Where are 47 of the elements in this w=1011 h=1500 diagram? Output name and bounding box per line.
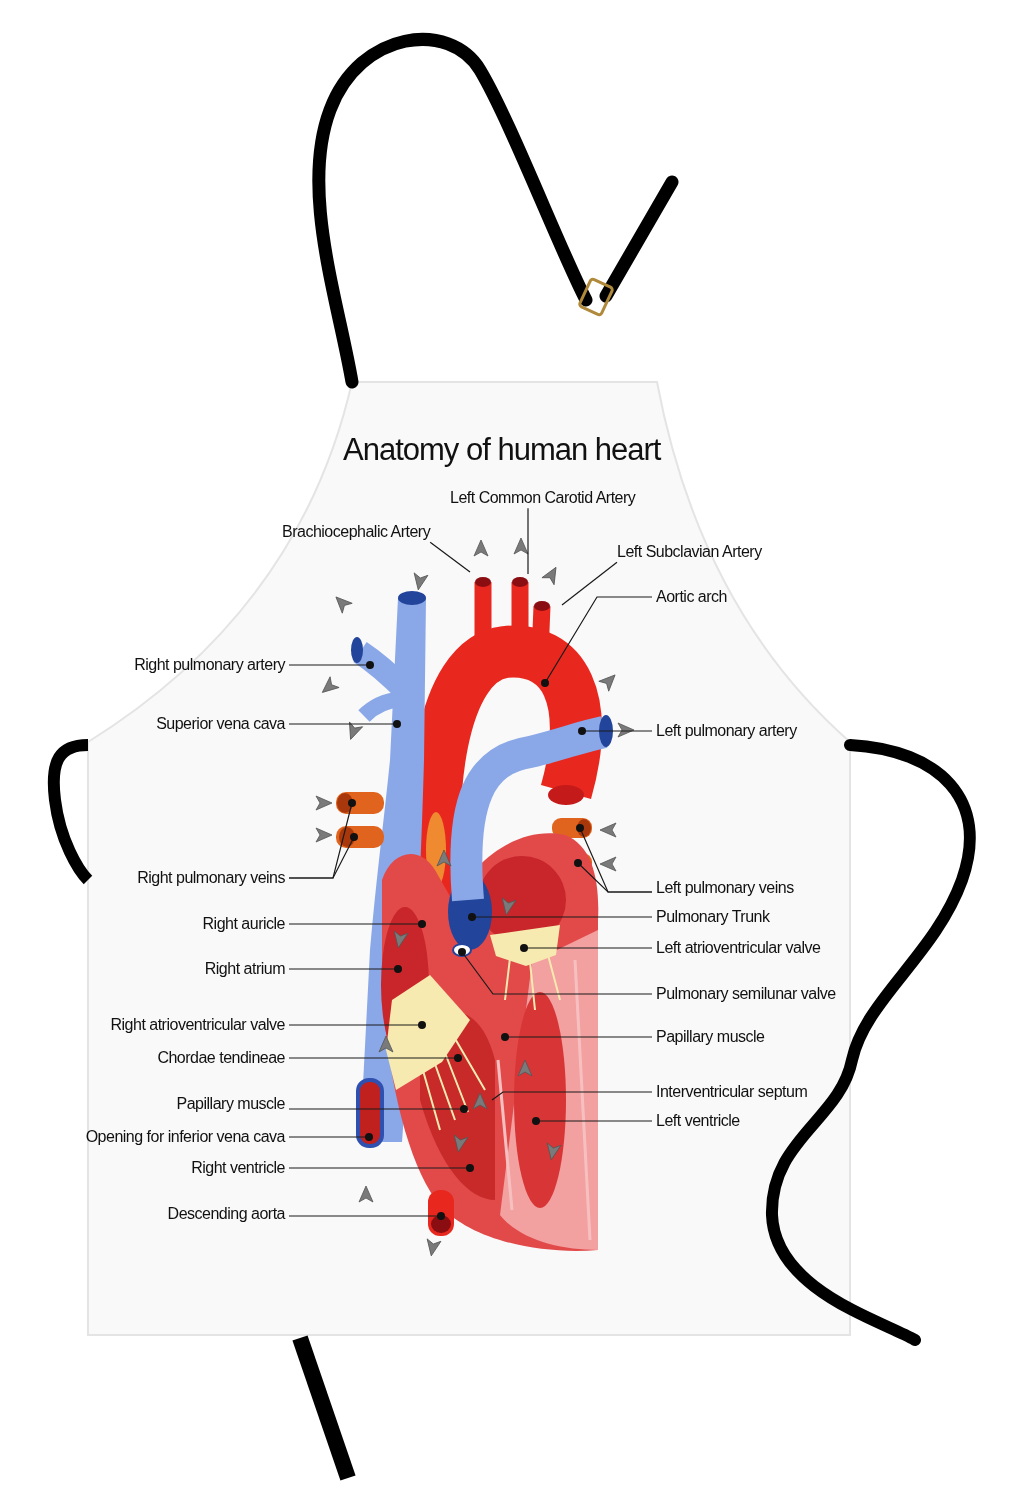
leader-line (429, 541, 471, 573)
part-label: Right atrioventricular valve (110, 1015, 285, 1035)
part-label: Brachiocephalic Artery (282, 522, 431, 542)
part-label: Left pulmonary veins (656, 878, 794, 898)
part-label: Left ventricle (656, 1111, 740, 1131)
part-label: Pulmonary semilunar valve (656, 984, 836, 1004)
leader-line (288, 1021, 426, 1029)
part-label: Left atrioventricular valve (656, 938, 821, 958)
leader-line (288, 720, 401, 728)
leader-line (288, 661, 374, 669)
part-label: Interventricular septum (656, 1082, 808, 1102)
part-label: Left Subclavian Artery (617, 542, 762, 562)
leader-line (501, 1033, 653, 1041)
leader-line (527, 507, 529, 575)
leader-line (578, 727, 653, 735)
leader-line (288, 1054, 462, 1062)
part-label: Opening for inferior vena cava (85, 1127, 285, 1147)
part-label: Right auricle (202, 914, 285, 934)
leader-line (288, 1164, 474, 1172)
part-label: Left Common Carotid Artery (450, 488, 636, 508)
part-label: Right pulmonary artery (134, 655, 285, 675)
leader-line (561, 561, 618, 606)
part-label: Right pulmonary veins (137, 868, 285, 888)
leader-line (468, 913, 653, 921)
leader-line (288, 833, 358, 879)
part-label: Right ventricle (191, 1158, 285, 1178)
leader-line (491, 1091, 653, 1101)
part-label: Papillary muscle (176, 1094, 285, 1114)
leader-line (532, 1117, 653, 1125)
leader-line (541, 596, 653, 687)
part-label: Pulmonary Trunk (656, 907, 770, 927)
part-label: Papillary muscle (656, 1027, 765, 1047)
leader-line (574, 859, 653, 893)
leader-line (520, 944, 653, 952)
part-label: Left pulmonary artery (656, 721, 797, 741)
leader-line (288, 1212, 445, 1220)
part-label: Chordae tendineae (157, 1048, 285, 1068)
leader-line (288, 1133, 373, 1141)
part-label: Descending aorta (167, 1204, 285, 1224)
leader-line (288, 1105, 468, 1113)
leader-line (288, 920, 426, 928)
part-label: Aortic arch (656, 587, 727, 607)
diagram-title: Anatomy of human heart (343, 432, 661, 468)
part-label: Right atrium (204, 959, 285, 979)
leader-line (458, 948, 653, 995)
leader-line (288, 965, 402, 973)
part-label: Superior vena cava (156, 714, 285, 734)
